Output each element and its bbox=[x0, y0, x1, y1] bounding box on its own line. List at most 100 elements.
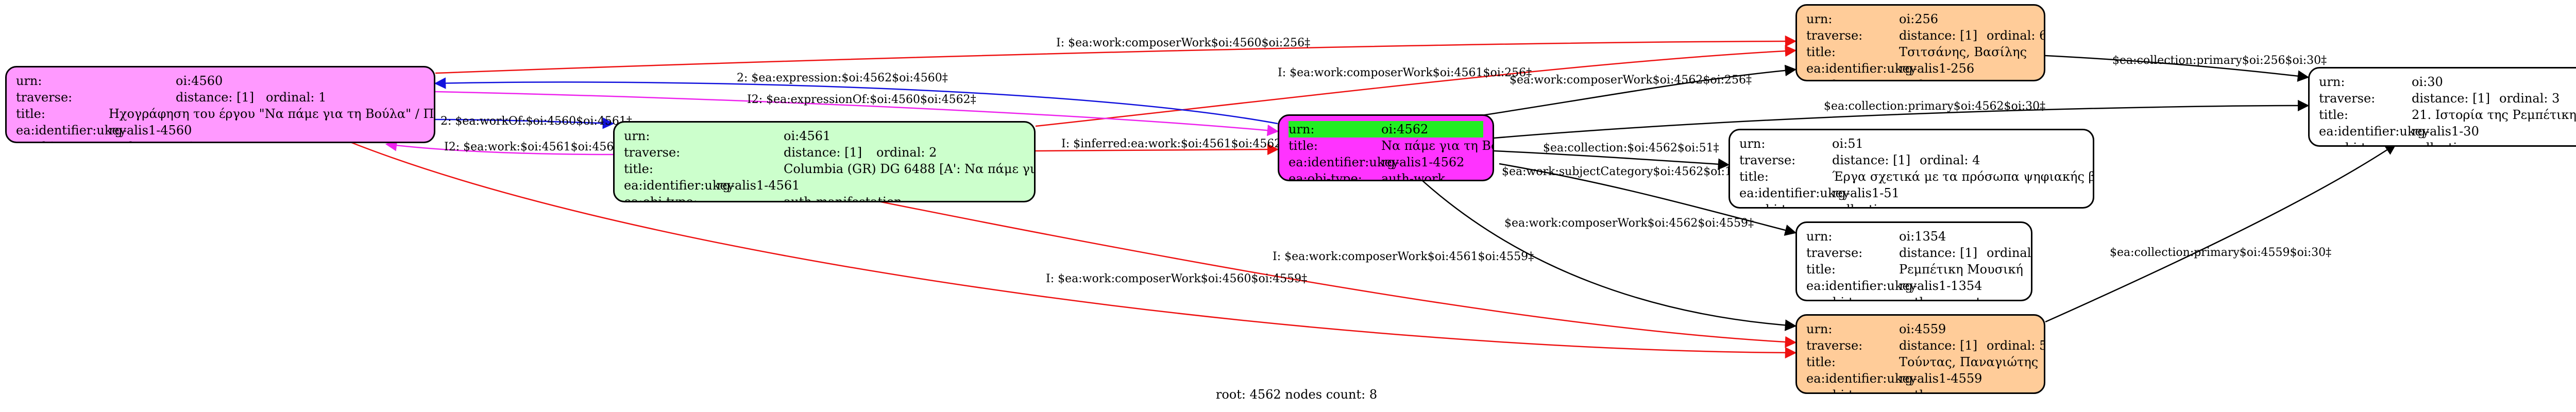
value-ordinal: ordinal: 5 bbox=[1987, 338, 2045, 353]
value-urn: oi:51 bbox=[1832, 136, 1863, 151]
key-urn: urn: bbox=[16, 74, 42, 88]
value-ukey: rg-alis1-256 bbox=[1899, 61, 1975, 76]
key-objtype: ea:obj-type: bbox=[2319, 140, 2412, 145]
node-4561[interactable]: urn:oi:4561 traverse:distance: [1]ordina… bbox=[613, 121, 1036, 202]
value-title: 21. Ιστορία της Ρεμπέτικης μουσικής bbox=[2412, 108, 2576, 122]
value-distance: distance: [1] bbox=[784, 145, 862, 160]
value-objtype: auth-person bbox=[1899, 77, 1974, 80]
key-traverse: traverse: bbox=[1806, 28, 1863, 43]
key-objtype: ea:obj-type: bbox=[1806, 387, 1899, 392]
value-ordinal: ordinal: 2 bbox=[876, 145, 937, 160]
value-objtype: auth-work bbox=[1381, 171, 1445, 181]
edge-4562-30 bbox=[1494, 99, 2310, 139]
edge-label-4561-4559: I: $ea:work:composerWork$oi:4561$oi:4559… bbox=[1273, 250, 1534, 263]
edge-4561-4559 bbox=[875, 200, 1797, 348]
edge-label-4560-256: I: $ea:work:composerWork$oi:4560$oi:256‡ bbox=[1056, 37, 1310, 49]
value-objtype: auth-manifestation bbox=[784, 195, 902, 202]
node-51[interactable]: urn:oi:51 traverse:distance: [1]ordinal:… bbox=[1728, 129, 2094, 209]
key-title: title: bbox=[1739, 169, 1769, 184]
key-ukey: ea:identifier:ukey bbox=[1806, 279, 1917, 293]
edge-label-256-30: $ea:collection:primary$oi:256$oi:30‡ bbox=[2112, 54, 2327, 67]
edge-label-4560-4559: I: $ea:work:composerWork$oi:4560$oi:4559… bbox=[1046, 272, 1307, 285]
value-title: Έργα σχετικά με τα πρόσωπα ψηφιακής βιβλ… bbox=[1832, 169, 2093, 184]
value-distance: distance: [1] bbox=[176, 90, 255, 105]
value-urn: oi:1354 bbox=[1899, 229, 1946, 244]
node-4562-root[interactable]: urn:oi:4562 title:Να πάμε για τη Βούλα e… bbox=[1278, 114, 1494, 181]
edge-4561-4560 bbox=[385, 140, 614, 156]
edge-4560-4561 bbox=[435, 117, 615, 129]
key-traverse: traverse: bbox=[2319, 91, 2376, 106]
key-ukey: ea:identifier:ukey bbox=[1739, 186, 1850, 200]
node-4560[interactable]: urn:oi:4560 traverse:distance: [1]ordina… bbox=[5, 66, 435, 143]
value-urn: oi:256 bbox=[1899, 12, 1939, 26]
key-title: title: bbox=[2319, 108, 2348, 122]
value-urn: oi:4559 bbox=[1899, 322, 1946, 336]
key-traverse: traverse: bbox=[1739, 153, 1796, 167]
key-ukey: ea:identifier:ukey bbox=[2319, 124, 2430, 139]
key-ukey: ea:identifier:ukey bbox=[1806, 371, 1917, 386]
edge-256-30 bbox=[2045, 55, 2310, 82]
node-30[interactable]: urn:oi:30 traverse:distance: [1]ordinal:… bbox=[2308, 67, 2576, 147]
key-ukey: ea:identifier:ukey bbox=[1289, 155, 1399, 169]
key-ukey: ea:identifier:ukey bbox=[16, 123, 127, 138]
edge-label-4562-4560: 2: $ea:expression:$oi:4562$oi:4560‡ bbox=[737, 72, 948, 84]
edge-label-4562-51: $ea:collection:$oi:4562$oi:51‡ bbox=[1543, 142, 1719, 154]
edge-label-4561-4560: I2: $ea:work:$oi:4561$oi:4560‡ bbox=[444, 141, 626, 153]
edge-label-4562-4559: $ea:work:composerWork$oi:4562$oi:4559‡ bbox=[1504, 217, 1754, 230]
value-title: Τσιτσάνης, Βασίλης bbox=[1899, 45, 2027, 59]
key-traverse: traverse: bbox=[624, 145, 681, 160]
edge-label-4562-30: $ea:collection:primary$oi:4562$oi:30‡ bbox=[1824, 100, 2045, 113]
edge-4559-30 bbox=[2045, 143, 2397, 323]
value-objtype: collection bbox=[1832, 201, 1893, 207]
key-title: title: bbox=[1806, 45, 1836, 59]
node-1354[interactable]: urn:oi:1354 traverse:distance: [1]ordina… bbox=[1795, 221, 2032, 301]
node-4559[interactable]: urn:oi:4559 traverse:distance: [1]ordina… bbox=[1795, 314, 2045, 394]
value-title: Ρεμπέτικη Μουσική bbox=[1899, 262, 2023, 277]
edge-4560-4559 bbox=[350, 141, 1797, 359]
value-ukey: rg-alis1-51 bbox=[1832, 186, 1900, 200]
graph-footer: root: 4562 nodes count: 8 bbox=[1215, 387, 1378, 402]
edge-label-4562-256: $ea:work:composerWork$oi:4562$oi:256‡ bbox=[1510, 74, 1752, 87]
value-title: Τούντας, Παναγιώτης bbox=[1899, 355, 2039, 369]
value-title: Columbia (GR) DG 6488 [Α': Να πάμε για τ… bbox=[784, 162, 1035, 176]
value-urn: oi:4562 bbox=[1381, 122, 1429, 136]
value-distance: distance: [1] bbox=[2412, 91, 2490, 106]
value-objtype: auth-person bbox=[1899, 387, 1974, 392]
edge-4561-4562 bbox=[1035, 143, 1279, 156]
value-ukey: rg-alis1-1354 bbox=[1899, 279, 1982, 293]
value-ukey: rg-alis1-4561 bbox=[717, 178, 800, 193]
key-objtype: ea:obj-type: bbox=[1806, 77, 1899, 80]
value-ordinal: ordinal: 6 bbox=[1987, 28, 2045, 43]
edge-4561-256 bbox=[1035, 45, 1797, 127]
value-ukey: rg-alis1-4562 bbox=[1381, 155, 1465, 169]
key-urn: urn: bbox=[1739, 136, 1766, 151]
edge-4562-51 bbox=[1494, 150, 1730, 170]
value-ukey: rg-alis1-4560 bbox=[109, 123, 192, 138]
node-256[interactable]: urn:oi:256 traverse:distance: [1]ordinal… bbox=[1795, 4, 2045, 81]
value-objtype: collection bbox=[2412, 140, 2472, 145]
root-highlight-row: urn:oi:4562 bbox=[1289, 121, 1483, 138]
key-objtype: ea:obj-type: bbox=[16, 139, 109, 142]
key-objtype: ea:obj-type: bbox=[1739, 201, 1832, 207]
key-objtype: ea:obj-type: bbox=[1806, 294, 1899, 300]
value-distance: distance: [1] bbox=[1899, 246, 1978, 260]
edge-4562-4559 bbox=[1421, 180, 1797, 331]
key-ukey: ea:identifier:ukey bbox=[624, 178, 735, 193]
key-title: title: bbox=[1806, 355, 1836, 369]
edge-4560-256 bbox=[435, 35, 1797, 74]
value-distance: distance: [1] bbox=[1832, 153, 1911, 167]
edge-label-4561-4562: I: $inferred:ea:work:$oi:4561$oi:4562‡ bbox=[1061, 138, 1287, 150]
edge-label-4560-4562: I2: $ea:expressionOf:$oi:4560$oi:4562‡ bbox=[747, 93, 976, 106]
edge-label-4560-4561: 2: $ea:workOf:$oi:4560$oi:4561‡ bbox=[440, 115, 632, 128]
value-ukey: rg-alis1-30 bbox=[2412, 124, 2479, 139]
key-urn: urn: bbox=[1806, 12, 1833, 26]
edge-4562-256 bbox=[1468, 64, 1797, 118]
key-traverse: traverse: bbox=[1806, 246, 1863, 260]
key-ukey: ea:identifier:ukey bbox=[1806, 61, 1917, 76]
key-urn: urn: bbox=[1806, 229, 1833, 244]
key-objtype: ea:obj-type: bbox=[624, 195, 698, 202]
value-title: Ηχογράφηση του έργου "Να πάμε για τη Βού… bbox=[109, 107, 434, 121]
edge-label-4559-30: $ea:collection:primary$oi:4559$oi:30‡ bbox=[2110, 246, 2331, 259]
edge-4562-1354 bbox=[1499, 163, 1797, 236]
